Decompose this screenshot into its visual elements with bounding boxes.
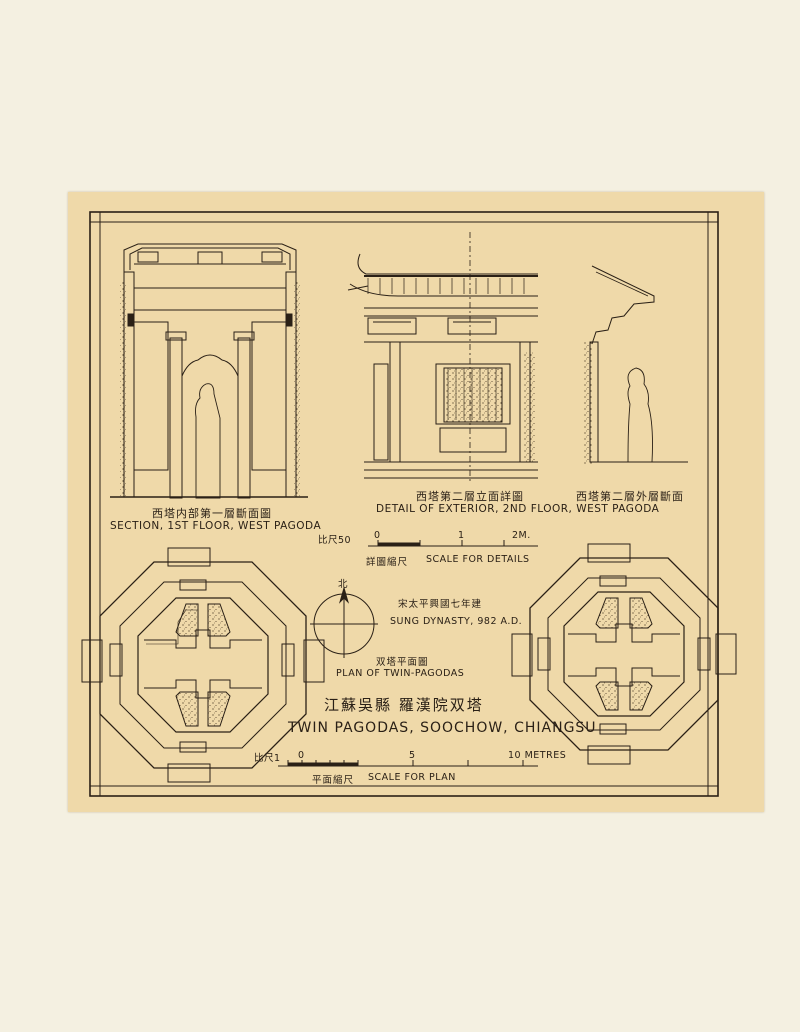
dynasty-cn: 宋太平興國七年建 — [398, 599, 483, 610]
plan-title-cn: 双塔平面圖 — [376, 657, 429, 668]
detail-scale-bar — [368, 540, 538, 547]
detail-scale-label-en: SCALE FOR DETAILS — [426, 554, 530, 565]
detail-scale-ratio: 比尺50 — [318, 535, 352, 546]
detail-scale-tick-2: 2M. — [512, 530, 531, 541]
outer-section-title-cn: 西塔第二層外層斷面 — [576, 490, 684, 503]
plan-scale-bar — [278, 760, 538, 767]
dynasty-en: SUNG DYNASTY, 982 A.D. — [390, 616, 523, 627]
north-arrow — [310, 586, 378, 658]
outer-section-drawing — [584, 265, 688, 464]
plan-scale-label-en: SCALE FOR PLAN — [368, 772, 456, 783]
exterior-detail-drawing — [347, 232, 538, 482]
plan-scale-label-cn: 平面縮尺 — [312, 775, 355, 786]
right-pagoda-plan — [511, 543, 737, 765]
architectural-drawing — [81, 211, 737, 797]
section-title-en: SECTION, 1ST FLOOR, WEST PAGODA — [110, 520, 322, 532]
plan-scale-tick-2: 10 METRES — [508, 750, 567, 761]
drawing-sheet: 西塔内部第一層斷面圖 SECTION, 1ST FLOOR, WEST PAGO… — [68, 192, 764, 812]
detail-scale-tick-0: 0 — [374, 530, 381, 541]
section-title-cn: 西塔内部第一層斷面圖 — [152, 507, 272, 520]
border-frame — [89, 211, 719, 797]
north-label: 北 — [338, 579, 349, 590]
main-title-cn: 江蘇吳縣 羅漢院双塔 — [324, 696, 484, 714]
exterior-title-en: DETAIL OF EXTERIOR, 2ND FLOOR, WEST PAGO… — [376, 503, 660, 515]
plan-scale-ratio: 比尺1 — [254, 753, 281, 764]
left-pagoda-plan — [81, 547, 325, 783]
detail-scale-tick-1: 1 — [458, 530, 465, 541]
detail-scale-label-cn: 詳圖縮尺 — [366, 557, 409, 568]
plan-scale-tick-0: 0 — [298, 750, 305, 761]
exterior-title-cn: 西塔第二層立面詳圖 — [416, 490, 524, 503]
plan-scale-tick-1: 5 — [409, 750, 416, 761]
plan-title-en: PLAN OF TWIN-PAGODAS — [336, 668, 465, 679]
main-title-en: TWIN PAGODAS, SOOCHOW, CHIANGSU — [288, 720, 597, 736]
section-drawing — [110, 243, 308, 499]
